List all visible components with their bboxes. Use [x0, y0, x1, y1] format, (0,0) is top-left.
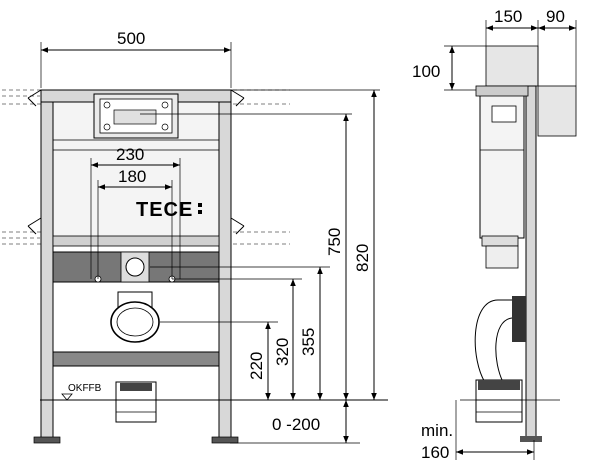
- front-view: TECE OKFFB: [2, 29, 388, 444]
- right-foot: [211, 436, 239, 444]
- svg-text:90: 90: [546, 7, 565, 26]
- svg-text:100: 100: [412, 62, 440, 81]
- svg-text:min.: min.: [421, 421, 453, 440]
- right-frame-post: [218, 89, 232, 443]
- floor-label: OKFFB: [68, 383, 102, 394]
- svg-text:320: 320: [273, 338, 292, 366]
- dim-depth-150: 150: [485, 7, 539, 86]
- dim-height-320: 320: [273, 279, 296, 400]
- brand-logo: TECE: [136, 199, 193, 221]
- dim-height-220: 220: [247, 322, 271, 400]
- dim-depth-90: 90: [538, 7, 577, 86]
- dim-floor-range: 0 -200: [230, 400, 360, 444]
- dim-top-100: 100: [412, 45, 486, 91]
- dim-hole-spacing-180: 180: [97, 167, 173, 279]
- svg-text:160: 160: [421, 443, 449, 462]
- dim-width-500: 500: [40, 29, 232, 88]
- svg-text:500: 500: [117, 29, 145, 48]
- dim-height-750: 750: [325, 114, 349, 400]
- wall-block-side: [537, 85, 577, 137]
- svg-text:180: 180: [118, 167, 146, 186]
- dim-height-820: 820: [353, 90, 377, 400]
- svg-text:230: 230: [116, 145, 144, 164]
- svg-text:355: 355: [299, 328, 318, 356]
- svg-text:150: 150: [494, 7, 522, 26]
- wall-brackets: [27, 89, 245, 235]
- dim-height-355: 355: [299, 267, 323, 400]
- svg-text:0 -200: 0 -200: [272, 415, 320, 434]
- svg-text:820: 820: [353, 244, 372, 272]
- svg-text:220: 220: [247, 352, 266, 380]
- connector-ring: [125, 257, 145, 277]
- side-frame-post: [525, 85, 537, 441]
- cistern-bottom-band: [52, 235, 220, 247]
- svg-text:750: 750: [325, 228, 344, 256]
- wall-block-top: [485, 45, 539, 87]
- lower-crossbar: [52, 351, 220, 367]
- dim-min-160: min. 160: [421, 400, 535, 462]
- dim-hole-spacing-230: 230: [90, 145, 181, 279]
- left-foot: [33, 436, 61, 444]
- side-view: 150 90 100 min. 160: [412, 7, 577, 462]
- left-frame-post: [40, 89, 54, 443]
